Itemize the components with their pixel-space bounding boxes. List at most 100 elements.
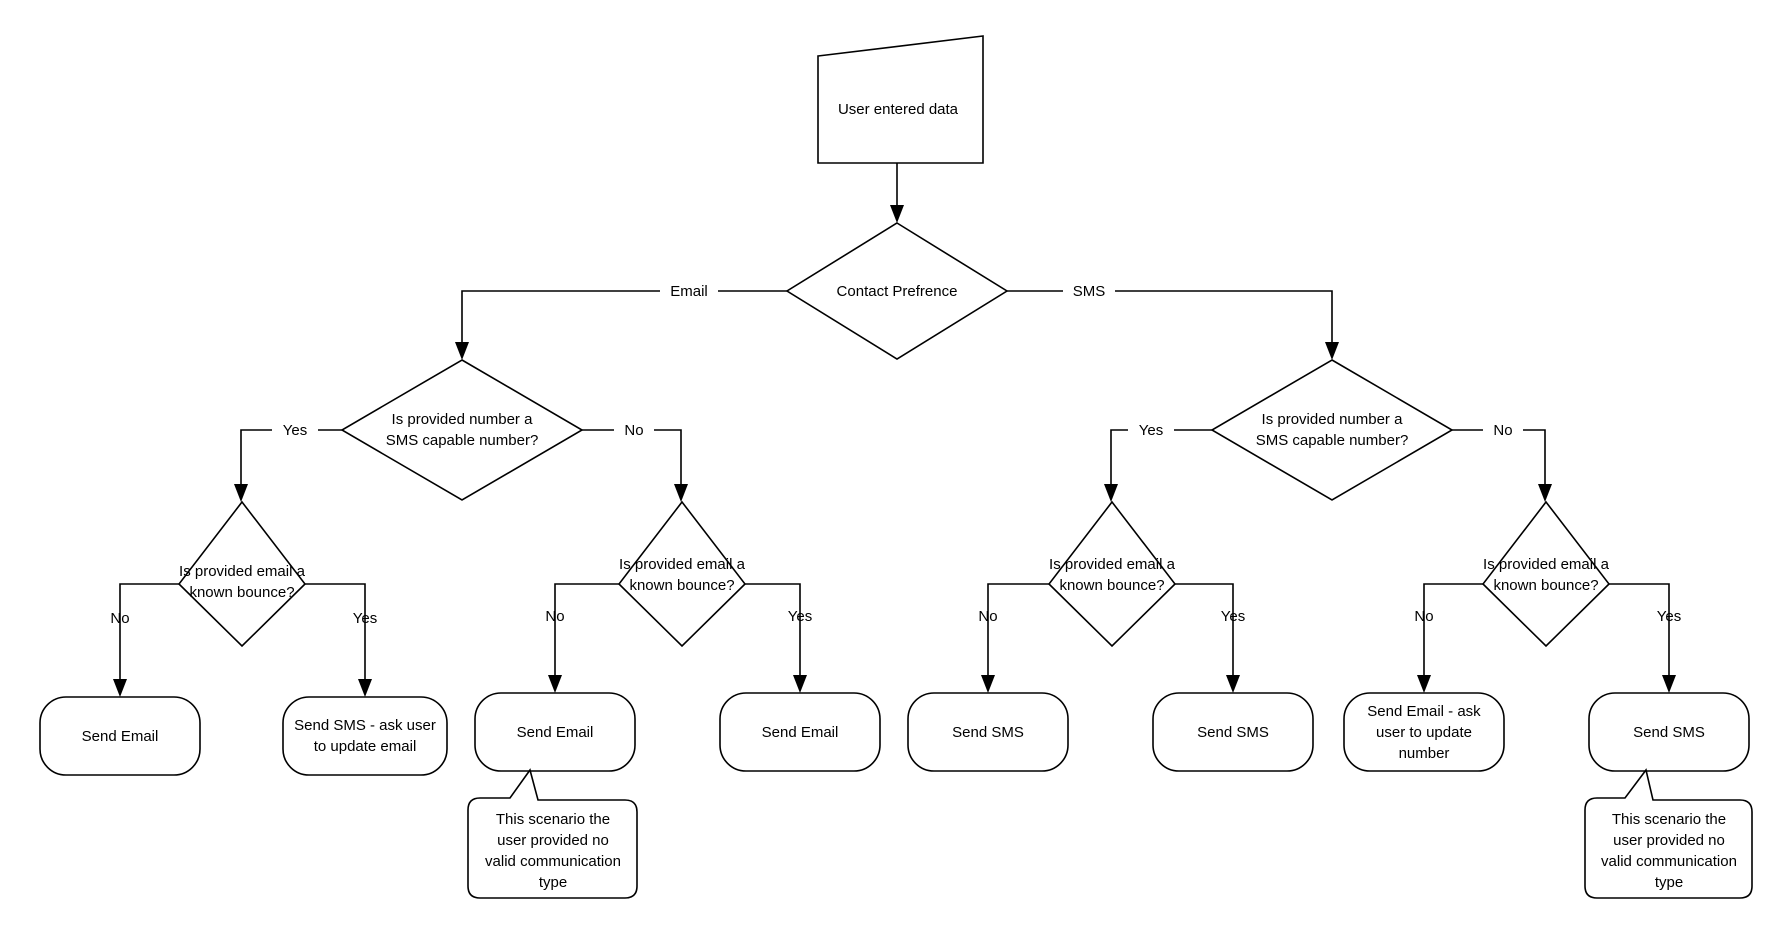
edge-bounce3-yes [1175, 583, 1234, 678]
note-right-line3: valid communication [1601, 853, 1737, 870]
bounce-1-label-line1: Is provided email a [179, 563, 306, 580]
terminal-2-shape [282, 696, 448, 776]
start-shape [817, 35, 984, 164]
node-bounce-1[interactable]: Is provided email a known bounce? [177, 500, 307, 648]
node-terminal-8[interactable]: Send SMS [1588, 692, 1750, 772]
bounce-2-shape [617, 500, 747, 648]
arrowhead-terminal-3 [548, 675, 562, 693]
edge-label-no-right: No [1493, 422, 1512, 439]
edge-label-bounce4-yes: Yes [1657, 608, 1681, 625]
edge-label-bounce2-yes: Yes [788, 608, 812, 625]
node-contact-preference[interactable]: Contact Prefrence [785, 222, 1009, 360]
bounce-4-shape [1481, 500, 1611, 648]
note-left-shape [467, 768, 638, 899]
edge-bounce3-no [987, 583, 1049, 678]
arrowhead-terminal-7 [1417, 675, 1431, 693]
arrowhead-terminal-2 [358, 679, 372, 697]
edge-label-email: Email [670, 283, 708, 300]
bounce-1-label-line2: known bounce? [189, 584, 294, 601]
terminal-4-shape [719, 692, 881, 772]
node-bounce-4[interactable]: Is provided email a known bounce? [1481, 500, 1611, 648]
edge-bounce4-no [1423, 583, 1483, 678]
arrowhead-terminal-5 [981, 675, 995, 693]
bounce-4-label-line1: Is provided email a [1483, 556, 1610, 573]
edge-label-bounce1-yes: Yes [353, 610, 377, 627]
edge-label-bounce4-no: No [1414, 608, 1433, 625]
edge-label-bounce2-no: No [545, 608, 564, 625]
edge-label-bounce3-no: No [978, 608, 997, 625]
node-terminal-5[interactable]: Send SMS [907, 692, 1069, 772]
arrowhead-terminal-6 [1226, 675, 1240, 693]
arrowhead-bounce-3 [1104, 484, 1118, 502]
edge-layer [113, 163, 1676, 697]
edge-label-yes-left: Yes [283, 422, 307, 439]
terminal-6-shape [1152, 692, 1314, 772]
edge-bounce1-no [119, 583, 179, 682]
terminal-3-label-line1: Send Email [517, 724, 594, 741]
sms-capable-left-shape [340, 359, 584, 501]
edge-label-bg-no-right [1483, 420, 1523, 440]
edge-bounce4-yes [1609, 583, 1670, 678]
node-terminal-7[interactable]: Send Email - ask user to update number [1343, 692, 1505, 772]
arrowhead-terminal-8 [1662, 675, 1676, 693]
edge-label-yes-right: Yes [1139, 422, 1163, 439]
sms-capable-right-label-line2: SMS capable number? [1256, 432, 1409, 449]
node-terminal-2[interactable]: Send SMS - ask user to update email [282, 696, 448, 776]
terminal-6-label-line1: Send SMS [1197, 724, 1269, 741]
node-terminal-4[interactable]: Send Email [719, 692, 881, 772]
bounce-2-label-line1: Is provided email a [619, 556, 746, 573]
node-start[interactable]: User entered data [817, 35, 984, 164]
terminal-2-label-line2: to update email [314, 738, 417, 755]
edge-bounce2-yes [745, 583, 801, 678]
arrowhead-bounce-4 [1538, 484, 1552, 502]
note-right-shape [1584, 768, 1753, 899]
bounce-4-label-line2: known bounce? [1493, 577, 1598, 594]
terminal-7-label-line1: Send Email - ask [1367, 703, 1481, 720]
terminal-7-label-line3: number [1399, 745, 1450, 762]
edge-label-bounce1-no: No [110, 610, 129, 627]
node-terminal-3[interactable]: Send Email [474, 692, 636, 772]
node-terminal-6[interactable]: Send SMS [1152, 692, 1314, 772]
edge-label-no-left: No [624, 422, 643, 439]
note-right-line2: user provided no [1613, 832, 1725, 849]
arrowhead-sms-capable-left [455, 342, 469, 360]
edge-bounce1-yes [305, 583, 366, 682]
contact-preference-label: Contact Prefrence [837, 283, 958, 300]
edge-right-yes [1110, 429, 1212, 487]
arrowhead-bounce-2 [674, 484, 688, 502]
sms-capable-left-label-line1: Is provided number a [392, 411, 534, 428]
note-left-line2: user provided no [497, 832, 609, 849]
node-sms-capable-right[interactable]: Is provided number a SMS capable number? [1210, 359, 1454, 501]
note-left[interactable]: This scenario the user provided no valid… [467, 768, 638, 899]
note-right-line4: type [1655, 874, 1683, 891]
terminal-2-label-line1: Send SMS - ask user [294, 717, 436, 734]
arrowhead-contact [890, 205, 904, 223]
terminal-7-shape [1343, 692, 1505, 772]
bounce-1-shape [177, 500, 307, 648]
node-sms-capable-left[interactable]: Is provided number a SMS capable number? [340, 359, 584, 501]
edge-label-sms: SMS [1073, 283, 1106, 300]
terminal-1-shape [39, 696, 201, 776]
note-left-line4: type [539, 874, 567, 891]
edge-bounce2-no [554, 583, 619, 678]
sms-capable-left-label-line2: SMS capable number? [386, 432, 539, 449]
note-left-line1: This scenario the [496, 811, 610, 828]
note-right-line1: This scenario the [1612, 811, 1726, 828]
bounce-3-label-line2: known bounce? [1059, 577, 1164, 594]
node-bounce-2[interactable]: Is provided email a known bounce? [617, 500, 747, 648]
note-right[interactable]: This scenario the user provided no valid… [1584, 768, 1753, 899]
edge-sms-branch [1007, 290, 1333, 345]
node-bounce-3[interactable]: Is provided email a known bounce? [1047, 500, 1177, 648]
edge-label-bg-no-left [614, 420, 654, 440]
edge-label-bg-email [660, 281, 718, 301]
arrowhead-bounce-1 [234, 484, 248, 502]
sms-capable-right-label-line1: Is provided number a [1262, 411, 1404, 428]
terminal-5-label-line1: Send SMS [952, 724, 1024, 741]
start-label: User entered data [838, 101, 959, 118]
arrowhead-sms-capable-right [1325, 342, 1339, 360]
node-terminal-1[interactable]: Send Email [39, 696, 201, 776]
note-left-line3: valid communication [485, 853, 621, 870]
edge-label-bounce3-yes: Yes [1221, 608, 1245, 625]
